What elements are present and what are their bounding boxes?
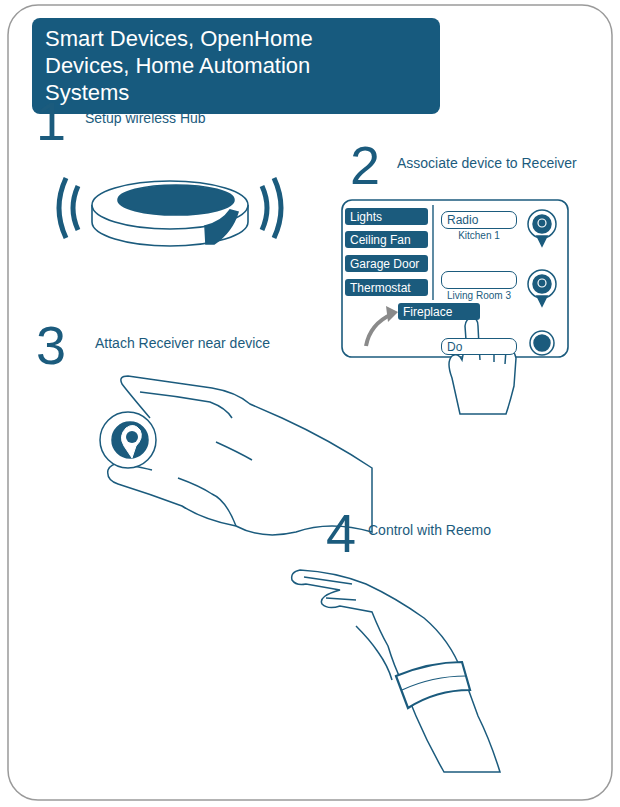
control-panel [342,200,568,357]
title-band: Smart Devices, OpenHome Devices, Home Au… [32,18,440,114]
button-label: Thermostat [350,281,411,295]
hand-with-reemo [292,570,500,772]
device-button: Lights [345,208,428,225]
step-caption: Associate device to Receiver [397,156,577,171]
button-label: Ceiling Fan [350,233,411,247]
button-label: Radio [447,213,478,227]
slot-box [441,271,517,289]
device-button: Ceiling Fan [345,231,428,248]
button-face: Fireplace [398,303,480,320]
device-button: Fireplace [398,303,480,320]
step-number: 3 [36,316,66,375]
device-button: Thermostat [345,279,428,296]
step-number: 4 [326,504,356,563]
button-face: Garage Door [345,255,428,272]
room-label: Kitchen 1 [441,230,517,241]
button-face: Lights [345,208,428,225]
button-face: Thermostat [345,279,428,296]
slot-box: Do [441,338,517,355]
room-label: Living Room 3 [441,290,517,301]
step-number: 2 [350,136,380,195]
button-label: Garage Door [350,257,419,271]
step-caption: Control with Reemo [368,523,491,538]
title-text: Smart Devices, OpenHome Devices, Home Au… [45,25,395,106]
button-label: Fireplace [403,305,452,319]
wireless-hub [59,178,281,246]
receiver-slot: RadioKitchen 1 [441,211,517,241]
receiver-slot: Living Room 3 [441,271,517,301]
receiver-slot: Do [441,338,517,355]
step-caption: Attach Receiver near device [95,336,270,351]
button-label: Do [447,340,462,354]
step-number: 1 [36,92,66,151]
step-caption: Setup wireless Hub [85,111,206,126]
button-label: Lights [350,210,382,224]
page-frame [8,5,612,800]
button-face: Ceiling Fan [345,231,428,248]
device-button: Garage Door [345,255,428,272]
slot-box: Radio [441,211,517,229]
pointing-hand [449,318,516,414]
